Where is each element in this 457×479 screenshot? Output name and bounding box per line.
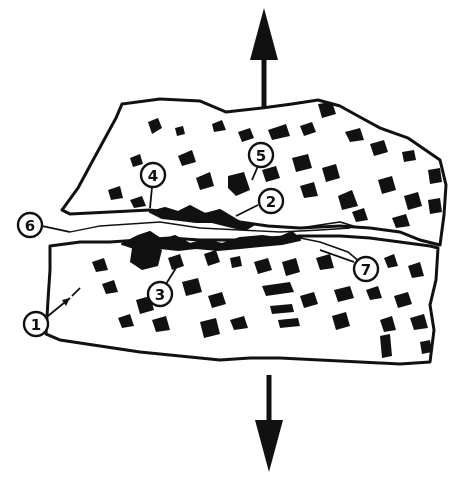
callout-6-label: 6 <box>25 217 35 235</box>
callout-6: 6 <box>18 213 42 237</box>
tension-arrow-down-icon <box>255 375 283 472</box>
callout-2-label: 2 <box>266 193 276 211</box>
callout-4-label: 4 <box>148 167 158 185</box>
callout-2: 2 <box>259 189 283 213</box>
callout-5-label: 5 <box>256 147 266 165</box>
callout-4: 4 <box>141 163 165 187</box>
callout-1-label: 1 <box>31 316 41 334</box>
callout-5: 5 <box>249 143 273 167</box>
tension-arrow-up-icon <box>250 8 278 110</box>
callout-7-label: 7 <box>361 261 371 279</box>
lower-fragment <box>46 236 438 364</box>
callout-3: 3 <box>148 282 172 306</box>
callout-3-label: 3 <box>155 286 165 304</box>
callout-1: 1 <box>24 312 48 336</box>
callout-7: 7 <box>354 257 378 281</box>
